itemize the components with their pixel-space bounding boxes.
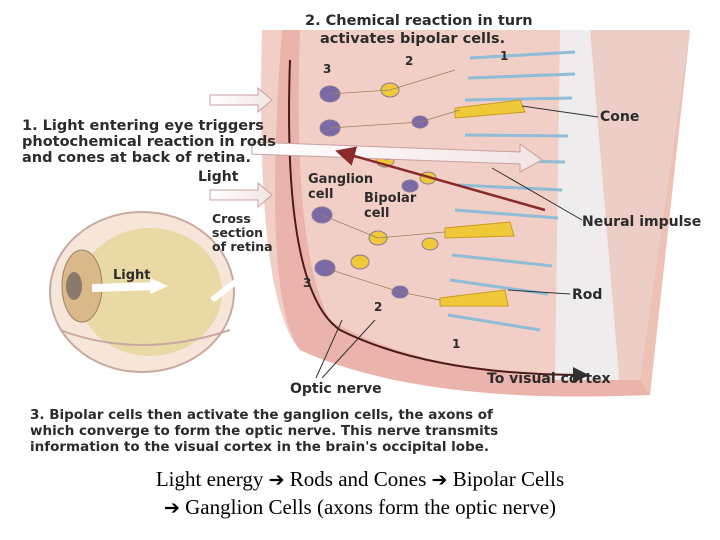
caption-step-light-energy: Light energy (155, 467, 264, 491)
number-label: 1 (452, 337, 460, 351)
number-label: 3 (323, 62, 331, 76)
caption-line-1: Light energy ➔ Rods and Cones ➔ Bipolar … (0, 466, 720, 494)
bipolar-cell-label: Bipolar cell (364, 191, 421, 221)
cross-section-label: Cross section of retina (212, 211, 273, 254)
cone-label: Cone (600, 109, 639, 125)
caption-step-rods-cones: Rods and Cones (289, 467, 427, 491)
flow-caption: Light energy ➔ Rods and Cones ➔ Bipolar … (0, 466, 720, 522)
leader-lines (315, 105, 599, 379)
number-label: 3 (303, 276, 311, 290)
optic-nerve-label: Optic nerve (290, 381, 382, 397)
caption-step-bipolar: Bipolar Cells (452, 467, 565, 491)
right-arrow-icon: ➔ (431, 469, 448, 491)
neural-impulse-label: Neural impulse (582, 214, 701, 230)
visual-cortex-label: To visual cortex (487, 371, 611, 387)
number-label: 2 (405, 54, 413, 68)
light-entry-arrow (91, 282, 161, 292)
cross-section-arrow (210, 277, 240, 303)
right-arrow-icon: ➔ (268, 469, 285, 491)
caption-line-2: ➔ Ganglion Cells (axons form the optic n… (0, 494, 720, 522)
eyeball (49, 211, 235, 373)
number-label: 1 (500, 49, 508, 63)
rod-label: Rod (572, 287, 602, 303)
right-arrow-icon: ➔ (163, 497, 180, 519)
step2-text: 2. Chemical reaction in turn activates b… (305, 13, 538, 47)
cones (439, 99, 526, 307)
caption-step-ganglion: Ganglion Cells (axons form the optic ner… (185, 495, 557, 519)
number-label: 2 (374, 300, 382, 314)
light-label-top: Light (198, 169, 239, 185)
neural-impulse-arrow (335, 146, 546, 212)
retina-diagram: 2. Chemical reaction in turn activates b… (22, 13, 701, 455)
step3-text: 3. Bipolar cells then activate the gangl… (30, 407, 503, 455)
light-arrows (209, 86, 543, 209)
retina-tissue (261, 30, 690, 397)
light-label-eye: Light (113, 268, 151, 283)
step1-text: 1. Light entering eye triggers photochem… (22, 118, 281, 166)
ganglion-cell-label: Ganglion cell (308, 172, 378, 202)
nerve-fiber-path (288, 59, 589, 383)
